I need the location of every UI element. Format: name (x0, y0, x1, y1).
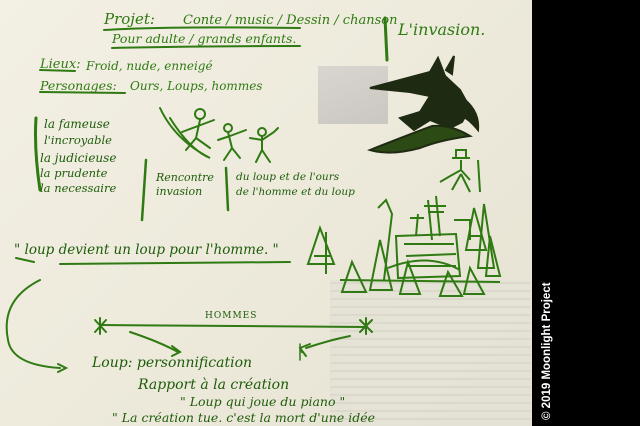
lieux-value: Froid, nude, enneigé (86, 59, 213, 73)
personages-value: Ours, Loups, hommes (130, 79, 263, 93)
axis-line (99, 324, 367, 328)
projet-label: Projet: (104, 10, 155, 28)
trait-5: la necessaire (40, 181, 117, 195)
trait-3: la judicieuse (40, 151, 117, 165)
header-underline (103, 26, 301, 31)
lieux-underline (39, 69, 76, 72)
middle-divider-right (224, 166, 230, 212)
bottom-line-4: " La création tue. c'est la mort d'une i… (112, 410, 375, 425)
quote-text: " loup devient un loup pour l'homme. " (14, 242, 279, 258)
right-note-line-1: du loup et de l'ours (236, 171, 340, 183)
lieux-label: Lieux: (40, 57, 81, 72)
faint-printed-text (330, 280, 530, 426)
audience-underline (111, 45, 301, 49)
axis-label: HOMMES (205, 311, 258, 321)
bottom-line-3: " Loup qui joue du piano " (180, 394, 346, 409)
axis-star-left (94, 317, 107, 335)
left-curve-arrow (5, 279, 61, 369)
trait-2: l'incroyable (44, 133, 112, 147)
left-arrow-head (57, 363, 69, 373)
black-side-bar (532, 0, 640, 426)
ink-sketches (5, 16, 502, 373)
right-note-line-2: de l'homme et du loup (236, 186, 355, 198)
castle-drawing (306, 195, 502, 297)
grey-photo-patch (318, 66, 388, 124)
personages-underline (39, 91, 126, 94)
traits-bracket (34, 116, 42, 192)
bottom-line-1: Loup: personnification (92, 355, 253, 371)
axis-star-right (359, 317, 373, 335)
trait-1: la fameuse (44, 117, 110, 131)
copyright-text: © 2019 Moonlight Project (541, 282, 553, 420)
arrow-left-down (129, 331, 179, 353)
title-divider (383, 16, 389, 62)
audience-text: Pour adulte / grands enfants. (112, 31, 297, 46)
sketch-paper: Projet: Conte / music / Dessin / chanson… (0, 0, 532, 426)
personages-label: Personages: (40, 78, 117, 93)
title-right: L'invasion. (398, 20, 486, 39)
top-hat-figure (439, 149, 481, 193)
rencontre-line-2: invasion (156, 185, 203, 198)
arrow-left-head (171, 345, 182, 357)
projet-items: Conte / music / Dessin / chanson (183, 13, 398, 28)
wolf-drawing (366, 55, 480, 154)
middle-divider-left (140, 158, 148, 222)
arrow-right-head (298, 343, 311, 357)
dancers-drawing (159, 107, 279, 163)
trait-4: la prudente (40, 166, 108, 180)
rencontre-line-1: Rencontre (156, 171, 214, 184)
quote-underline (15, 257, 291, 265)
arrow-right-down (305, 335, 351, 349)
bottom-line-2: Rapport à la création (138, 377, 290, 393)
